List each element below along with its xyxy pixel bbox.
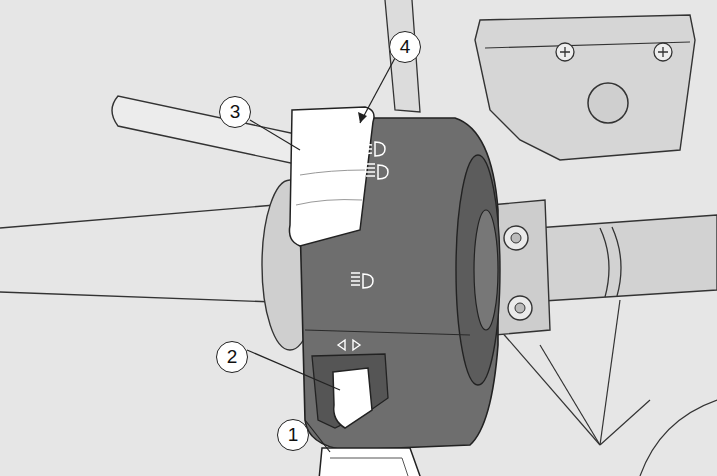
callout-number: 1	[277, 419, 309, 451]
callout-number: 2	[216, 341, 248, 373]
callout-number: 4	[389, 31, 421, 63]
callout-number: 3	[219, 96, 251, 128]
